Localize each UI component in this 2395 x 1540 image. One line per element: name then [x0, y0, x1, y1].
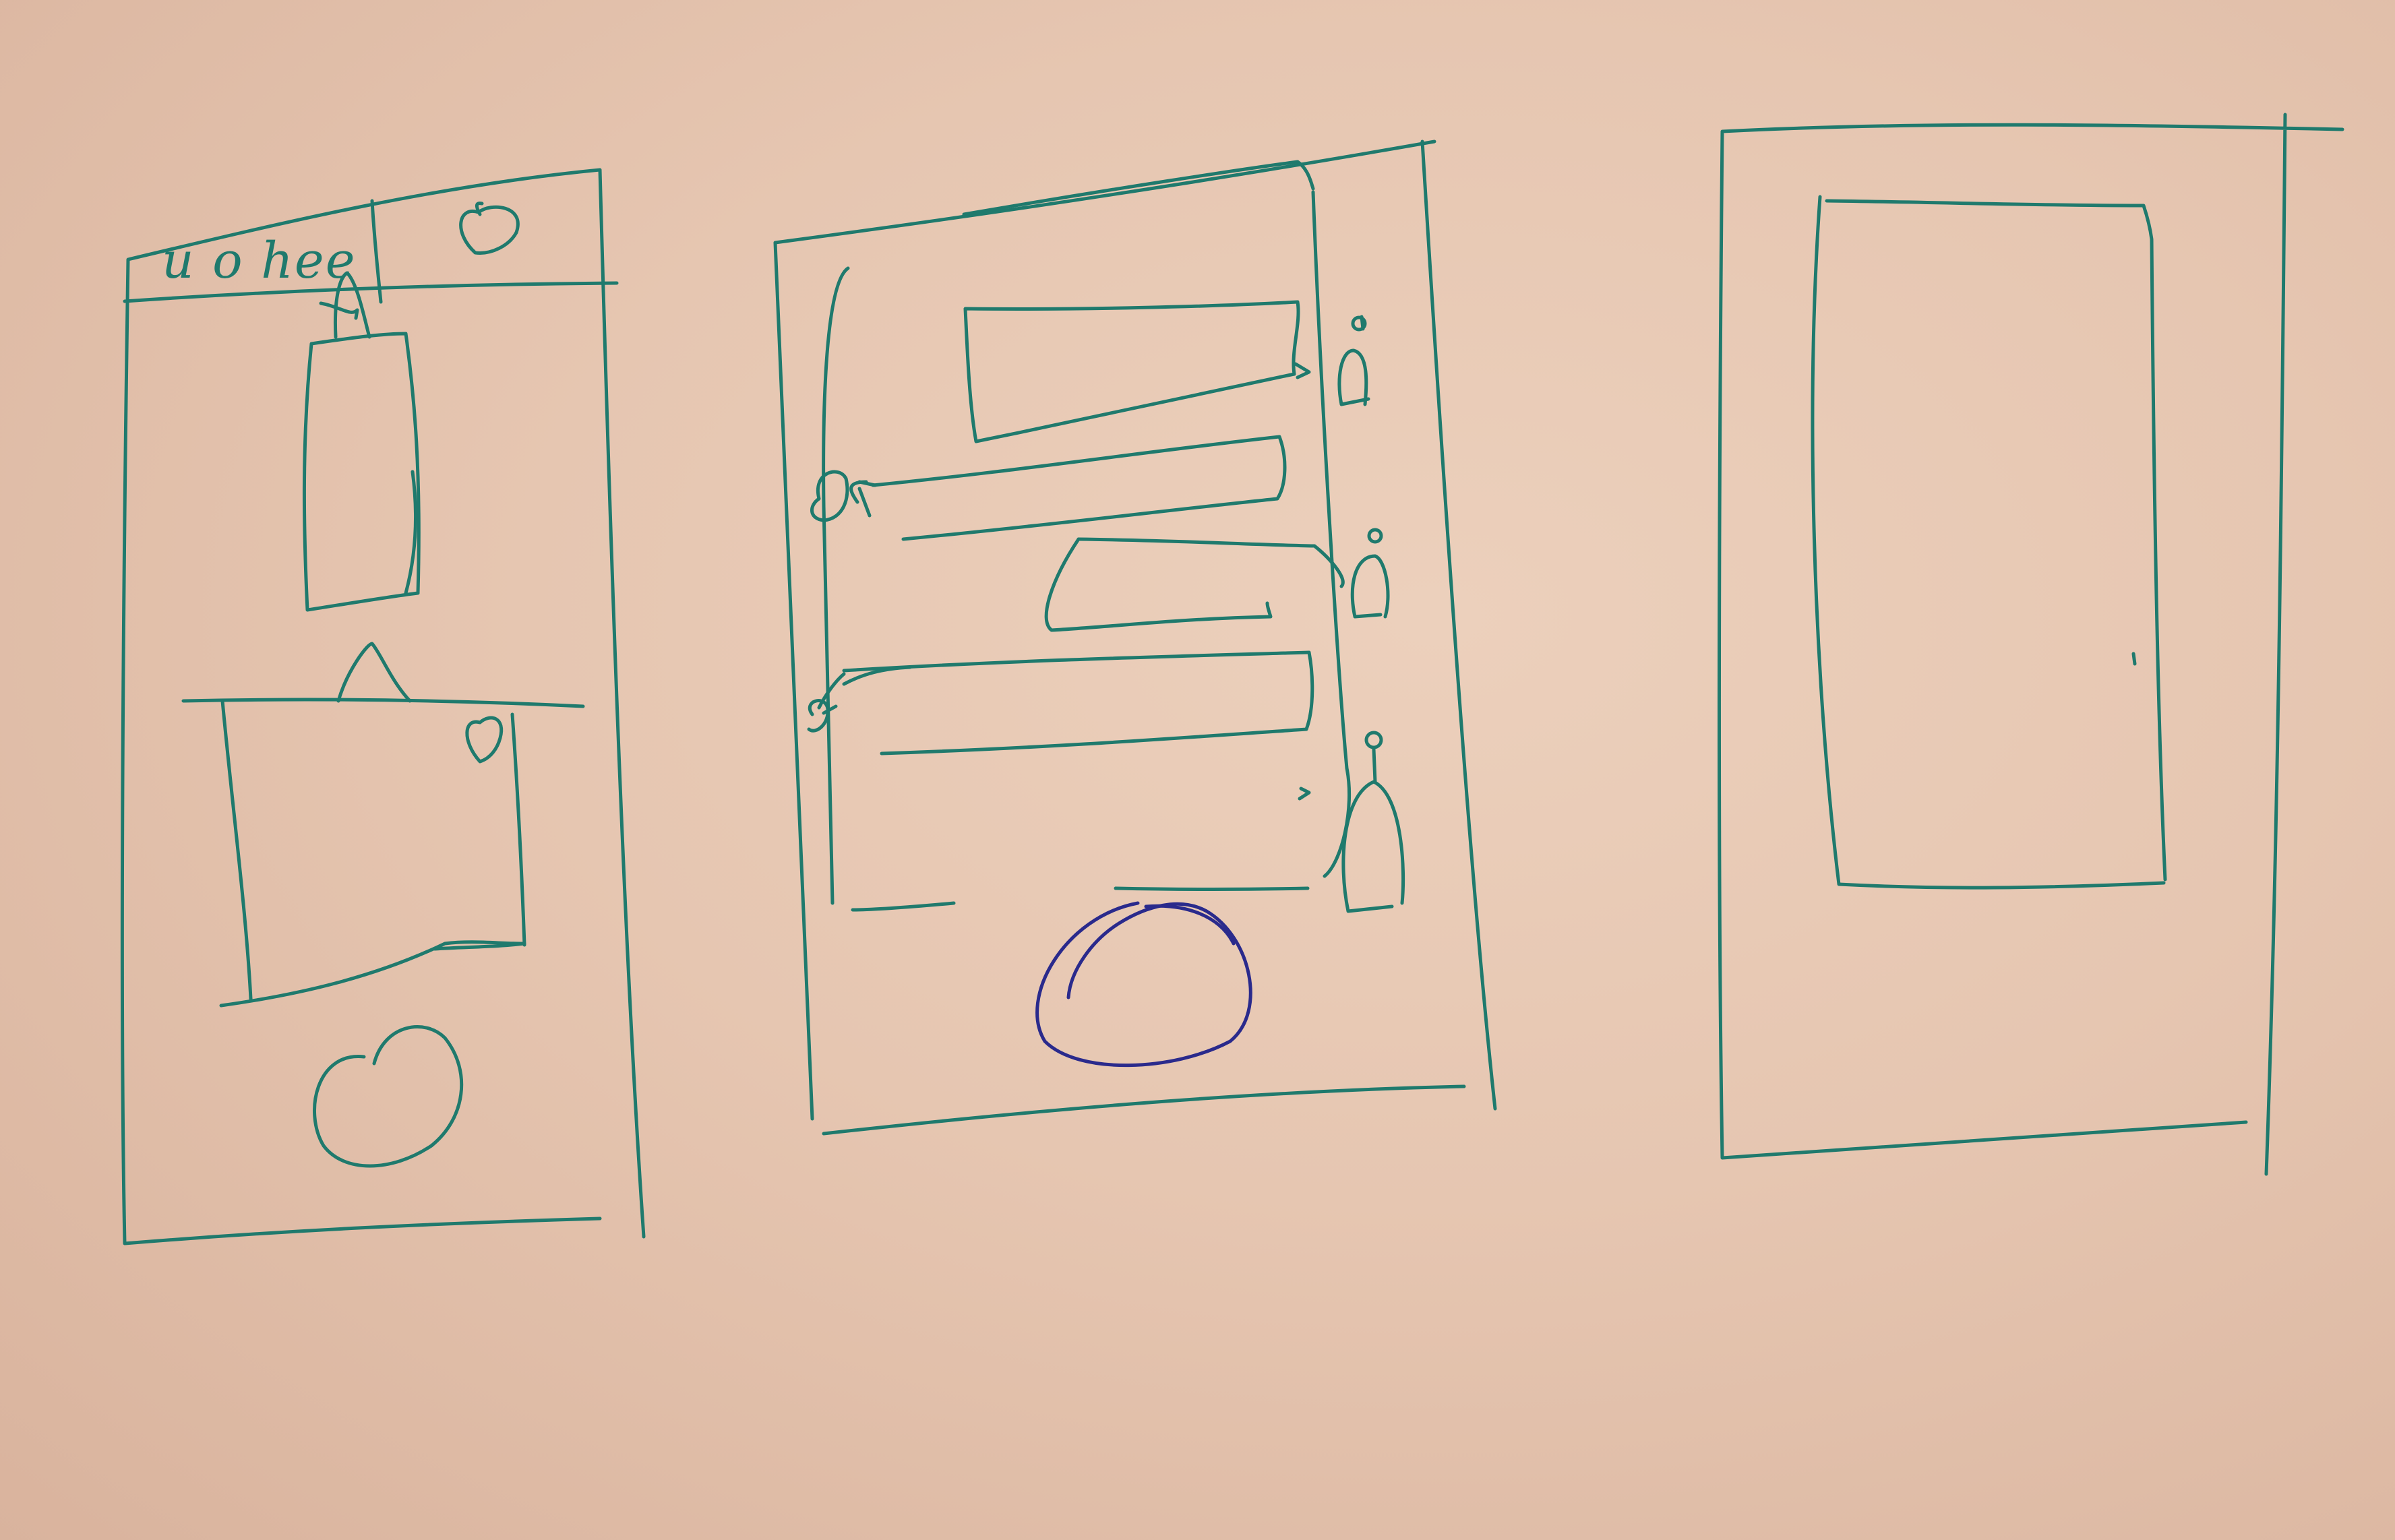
- screen-1-header-text: u o hee: [162, 232, 357, 290]
- user-avatar-icon: [1294, 315, 1370, 406]
- screen-1-header-separator: [370, 199, 383, 304]
- message-bubble[interactable]: [810, 435, 1287, 541]
- user-avatar-icon: [1350, 528, 1390, 619]
- heart-icon[interactable]: [459, 202, 520, 255]
- home-button-icon[interactable]: [313, 1025, 464, 1168]
- screen-2-inner-right: [1311, 190, 1352, 878]
- message-bubble[interactable]: [1044, 528, 1390, 632]
- message-bubble[interactable]: [807, 650, 1314, 756]
- screen-1-frame: [120, 168, 646, 1245]
- user-avatar-icon: [810, 470, 877, 522]
- user-avatar-icon: [807, 672, 846, 733]
- screen-1-header: u o hee: [162, 202, 520, 290]
- message-bubble[interactable]: [963, 300, 1370, 443]
- screen-2-outline: [773, 140, 1497, 1121]
- screen-3-content-area: [1811, 195, 2167, 890]
- screen-2-bottom-line: [822, 1084, 1466, 1136]
- user-avatar-icon: [1341, 731, 1405, 913]
- home-button-icon[interactable]: [1035, 901, 1252, 1068]
- screen-1-outline: [120, 168, 646, 1245]
- screen-3-outline: [1717, 113, 2344, 1176]
- screen-2-frame: [773, 140, 1497, 1136]
- screen-3-frame: [1717, 113, 2344, 1176]
- message-bubble[interactable]: [1298, 731, 1405, 913]
- screen-2-inner-left: [822, 266, 850, 905]
- screen-1-header-divider: [123, 281, 619, 303]
- heart-icon[interactable]: [465, 716, 504, 764]
- bag-icon[interactable]: [302, 271, 421, 612]
- screen-2-inner-top: [962, 160, 1315, 216]
- card-item[interactable]: [181, 642, 585, 1008]
- hand-icon: [336, 642, 412, 703]
